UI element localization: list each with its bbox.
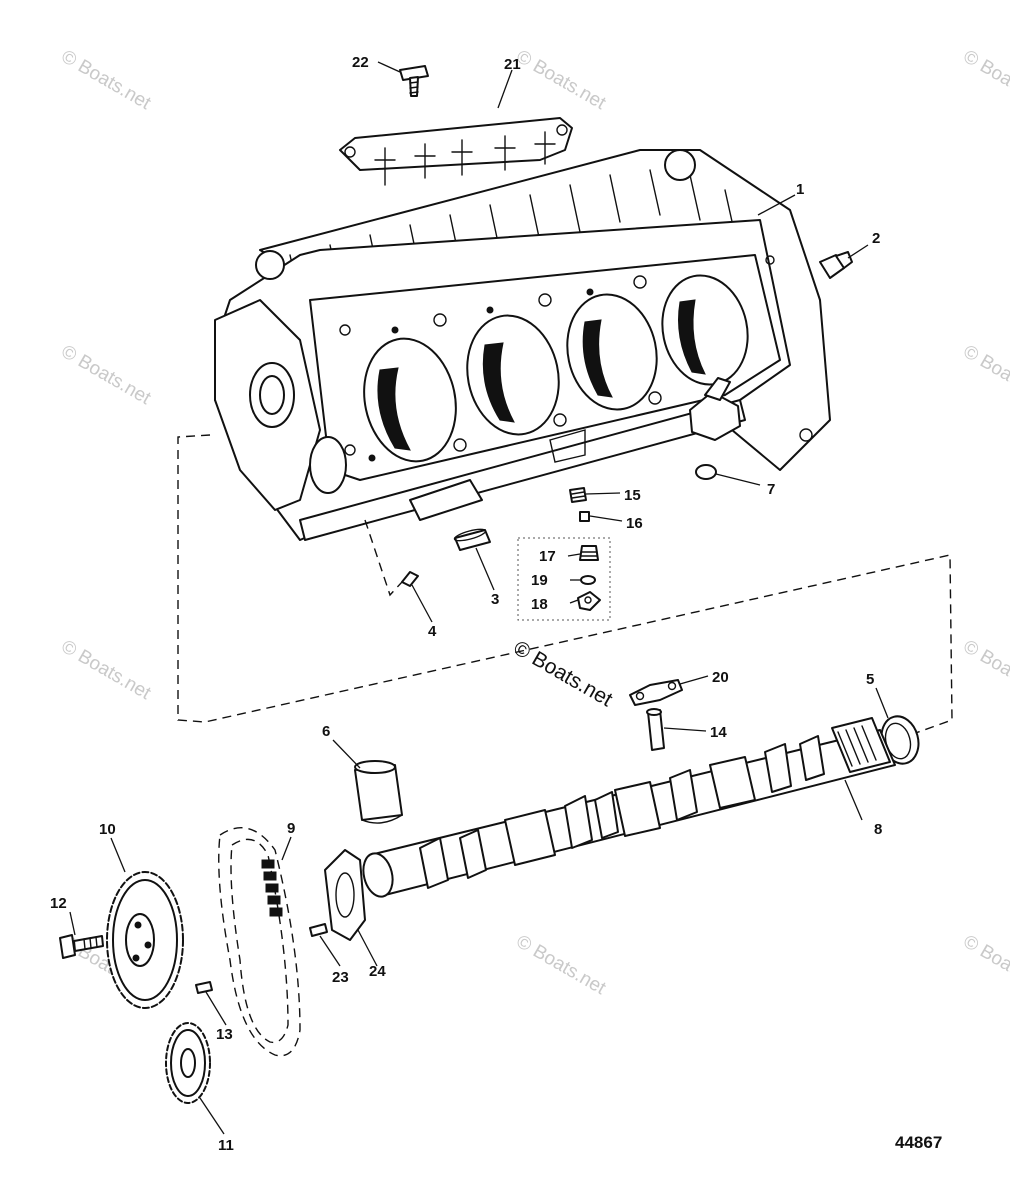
callout-17: 17 bbox=[539, 548, 556, 565]
assembly-line bbox=[364, 519, 403, 597]
dowel-13 bbox=[195, 981, 213, 994]
watermark: © Boats.net bbox=[58, 46, 155, 114]
crank-sprocket-11 bbox=[165, 1022, 211, 1104]
callout-19: 19 bbox=[531, 572, 548, 589]
watermark: © Boats.net bbox=[58, 341, 155, 409]
callout-23: 23 bbox=[332, 969, 349, 986]
leader-lines bbox=[69, 61, 889, 1135]
document-number: 44867 bbox=[895, 1133, 942, 1152]
plug-16 bbox=[579, 511, 590, 522]
cam-sprocket-10 bbox=[106, 871, 184, 1009]
o-ring-7 bbox=[695, 464, 717, 480]
watermark: © Boats.net bbox=[960, 636, 1010, 704]
callouts: 22 21 1 2 7 15 16 17 19 18 3 4 20 14 5 8… bbox=[50, 54, 882, 1154]
dowel-4 bbox=[401, 571, 419, 587]
callout-3: 3 bbox=[491, 591, 499, 608]
assembly-line bbox=[177, 434, 953, 736]
callout-8: 8 bbox=[874, 821, 882, 838]
callout-18: 18 bbox=[531, 596, 548, 613]
callout-9: 9 bbox=[287, 820, 295, 837]
guide-20 bbox=[629, 679, 683, 706]
fitting-18 bbox=[577, 591, 601, 611]
lifter-14 bbox=[646, 708, 665, 751]
watermark: © Boats.net bbox=[960, 931, 1010, 999]
watermark: © Boats.net bbox=[513, 931, 610, 999]
bearing-6 bbox=[354, 760, 403, 824]
washer-19 bbox=[580, 575, 596, 585]
callout-14: 14 bbox=[710, 724, 727, 741]
head-bolt-holes bbox=[339, 275, 662, 462]
plug-15 bbox=[569, 487, 587, 503]
watermark: © Boats.net bbox=[58, 636, 155, 704]
sleeve-3 bbox=[453, 528, 491, 551]
bolt-22 bbox=[399, 65, 429, 97]
callout-24: 24 bbox=[369, 963, 386, 980]
chain-links bbox=[261, 859, 283, 917]
callout-2: 2 bbox=[872, 230, 880, 247]
callout-6: 6 bbox=[322, 723, 330, 740]
watermark-center: © Boats.net bbox=[510, 636, 617, 711]
callout-1: 1 bbox=[796, 181, 804, 198]
screw-23 bbox=[309, 923, 328, 937]
watermark: © Boats.net bbox=[513, 46, 610, 114]
cylinder-bores bbox=[363, 274, 749, 463]
plug-2 bbox=[819, 251, 853, 279]
camshaft-8 bbox=[362, 717, 896, 898]
watermark: © Boats.net bbox=[960, 341, 1010, 409]
timing-chain-9 bbox=[218, 827, 301, 1057]
callout-21: 21 bbox=[504, 56, 521, 73]
watermark: © Boats.net bbox=[960, 46, 1010, 114]
callout-12: 12 bbox=[50, 895, 67, 912]
engine-block-1 bbox=[214, 149, 831, 541]
callout-10: 10 bbox=[99, 821, 116, 838]
plug-17 bbox=[579, 545, 599, 561]
callout-7: 7 bbox=[767, 481, 775, 498]
callout-5: 5 bbox=[866, 671, 874, 688]
callout-15: 15 bbox=[624, 487, 641, 504]
callout-4: 4 bbox=[428, 623, 437, 640]
thrust-plate-24 bbox=[324, 849, 366, 941]
callout-20: 20 bbox=[712, 669, 729, 686]
callout-16: 16 bbox=[626, 515, 643, 532]
bolt-12 bbox=[59, 934, 104, 959]
callout-22: 22 bbox=[352, 54, 369, 71]
inset-box bbox=[517, 537, 611, 621]
lifter-retainer-21 bbox=[339, 117, 573, 186]
callout-11: 11 bbox=[218, 1137, 234, 1154]
callout-13: 13 bbox=[216, 1026, 233, 1043]
